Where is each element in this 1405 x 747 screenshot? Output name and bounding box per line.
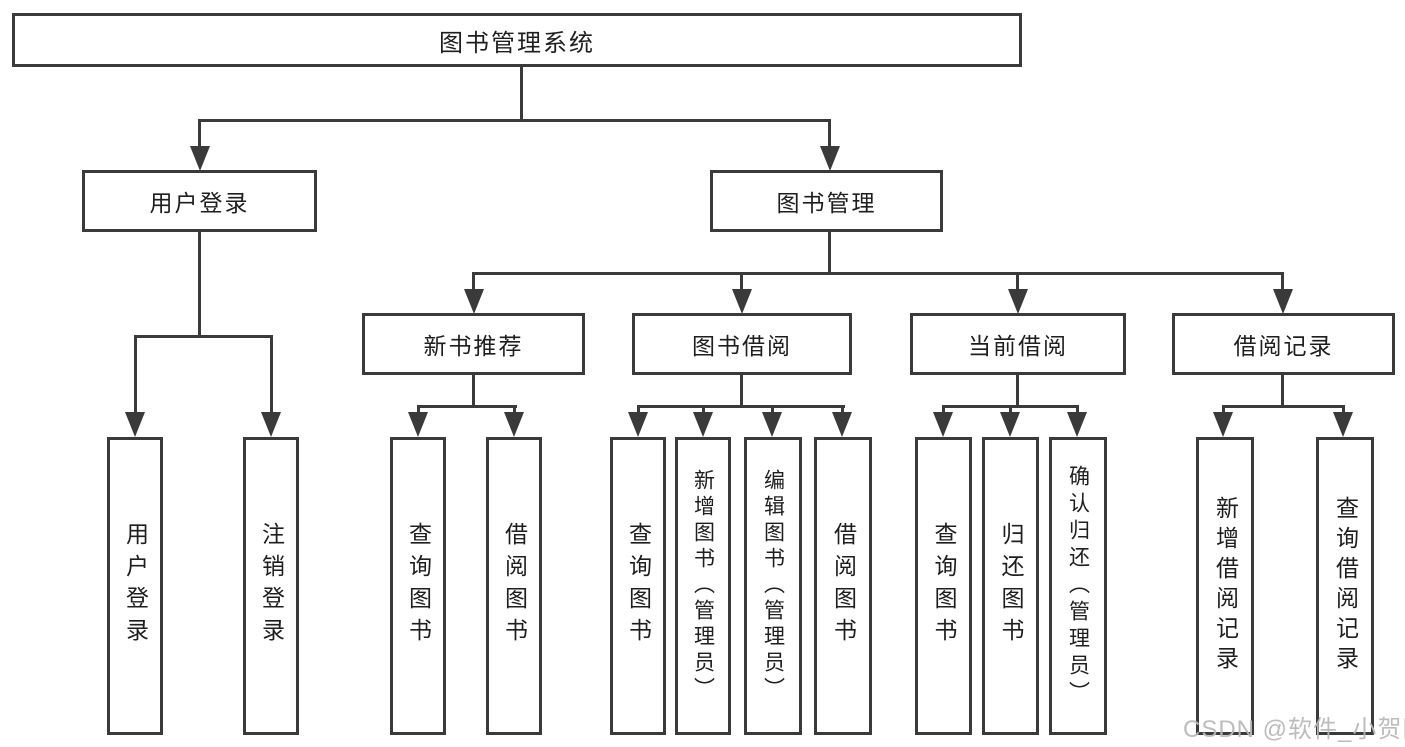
node-book-borrowing: 图书借阅 — [632, 313, 852, 375]
edge-book-mgmt-stem — [828, 232, 831, 274]
leaf-label: 查询借阅记录 — [1332, 496, 1359, 676]
leaf-label: 编辑图书（管理员） — [761, 469, 785, 703]
node-label: 图书借阅 — [692, 333, 792, 359]
edge-root-stem — [520, 66, 523, 120]
node-label: 借阅记录 — [1233, 333, 1334, 359]
leaf-label: 查询图书 — [931, 522, 957, 650]
node-label: 图书管理 — [776, 190, 877, 216]
edge-drop-current-borrow — [1016, 272, 1019, 290]
leaf-query-borrow-record: 查询借阅记录 — [1316, 437, 1374, 735]
node-label: 用户登录 — [149, 190, 250, 216]
leaf-label: 注销登录 — [258, 522, 285, 650]
leaf-label: 归还图书 — [998, 522, 1024, 650]
leaf-label: 查询图书 — [405, 522, 432, 650]
edge-drop — [417, 405, 420, 415]
leaf-label: 新增图书（管理员） — [691, 469, 715, 703]
edge-new-book-splitter — [418, 405, 517, 408]
arrowhead-current-borrow — [1008, 289, 1028, 314]
node-label: 当前借阅 — [968, 333, 1068, 359]
node-current-borrowing: 当前借阅 — [910, 313, 1126, 375]
edge-drop — [1342, 405, 1345, 415]
arrowhead-new-book — [464, 289, 484, 314]
leaf-query-books-3: 查询图书 — [915, 437, 972, 735]
edge-borrow-records-stem — [1281, 375, 1284, 408]
leaf-query-books-1: 查询图书 — [390, 437, 446, 735]
edge-drop — [702, 405, 705, 415]
arrowhead-leaf — [1213, 412, 1233, 437]
arrowhead-leaf — [933, 412, 953, 437]
arrowhead-leaf — [762, 412, 782, 437]
edge-drop-book-mgmt — [828, 119, 831, 149]
leaf-borrow-books-1: 借阅图书 — [486, 437, 542, 735]
leaf-label: 查询图书 — [625, 522, 652, 650]
edge-drop-borrow-records — [1281, 272, 1284, 290]
node-book-management: 图书管理 — [710, 170, 943, 232]
leaf-user-login: 用户登录 — [107, 437, 163, 735]
leaf-edit-books-admin: 编辑图书（管理员） — [744, 437, 802, 735]
arrowhead-book-mgmt — [820, 146, 840, 171]
node-library-system: 图书管理系统 — [12, 13, 1022, 67]
arrowhead-user-login — [190, 146, 210, 171]
edge-drop — [1009, 405, 1012, 415]
leaf-add-books-admin: 新增图书（管理员） — [675, 437, 731, 735]
edge-current-borrow-stem — [1016, 375, 1019, 408]
arrowhead-leaf — [1000, 412, 1020, 437]
leaf-label: 借阅图书 — [501, 522, 528, 650]
leaf-label: 确认归还（管理员） — [1066, 464, 1090, 708]
edge-drop-book-borrow — [740, 272, 743, 290]
arrowhead-leaf — [504, 412, 524, 437]
arrowhead-leaf — [832, 412, 852, 437]
edge-user-login-splitter — [134, 335, 273, 338]
edge-drop — [637, 405, 640, 415]
edge-drop-leaf-login — [134, 335, 137, 413]
edge-book-borrow-stem — [740, 375, 743, 408]
edge-drop-leaf-logout — [270, 335, 273, 413]
edge-root-splitter — [199, 119, 831, 122]
arrowhead-leaf — [693, 412, 713, 437]
edge-book-mgmt-splitter — [472, 272, 1284, 275]
edge-borrow-records-splitter — [1222, 405, 1344, 408]
leaf-borrow-books-2: 借阅图书 — [814, 437, 872, 735]
edge-new-book-stem — [472, 375, 475, 408]
edge-drop — [841, 405, 844, 415]
arrowhead-book-borrow — [732, 289, 752, 314]
edge-drop — [1076, 405, 1079, 415]
arrowhead-leaf-logout — [261, 412, 281, 437]
edge-user-login-stem — [198, 232, 201, 335]
edge-drop — [771, 405, 774, 415]
edge-drop-new-book — [472, 272, 475, 290]
node-borrow-records: 借阅记录 — [1172, 313, 1395, 375]
leaf-label: 用户登录 — [122, 522, 149, 650]
arrowhead-leaf-login — [125, 412, 145, 437]
edge-book-borrow-splitter — [638, 405, 845, 408]
edge-drop — [513, 405, 516, 415]
node-label: 新书推荐 — [423, 333, 524, 359]
arrowhead-leaf — [1067, 412, 1087, 437]
leaf-logout: 注销登录 — [243, 437, 299, 735]
edge-drop — [942, 405, 945, 415]
arrowhead-borrow-records — [1273, 289, 1293, 314]
node-label: 图书管理系统 — [439, 29, 595, 57]
leaf-return-books: 归还图书 — [982, 437, 1039, 735]
arrowhead-leaf — [628, 412, 648, 437]
leaf-label: 新增借阅记录 — [1212, 496, 1239, 676]
leaf-add-borrow-record: 新增借阅记录 — [1196, 437, 1254, 735]
arrowhead-leaf — [408, 412, 428, 437]
csdn-watermark: CSDN @软件_小贺同学 — [1183, 716, 1405, 743]
arrowhead-leaf — [1333, 412, 1353, 437]
node-new-book-recommend: 新书推荐 — [362, 313, 585, 375]
node-user-login: 用户登录 — [82, 170, 317, 232]
leaf-query-books-2: 查询图书 — [610, 437, 666, 735]
edge-drop — [1222, 405, 1225, 415]
edge-drop-user-login — [198, 119, 201, 149]
leaf-label: 借阅图书 — [830, 522, 857, 650]
leaf-confirm-return-admin: 确认归还（管理员） — [1049, 437, 1107, 735]
